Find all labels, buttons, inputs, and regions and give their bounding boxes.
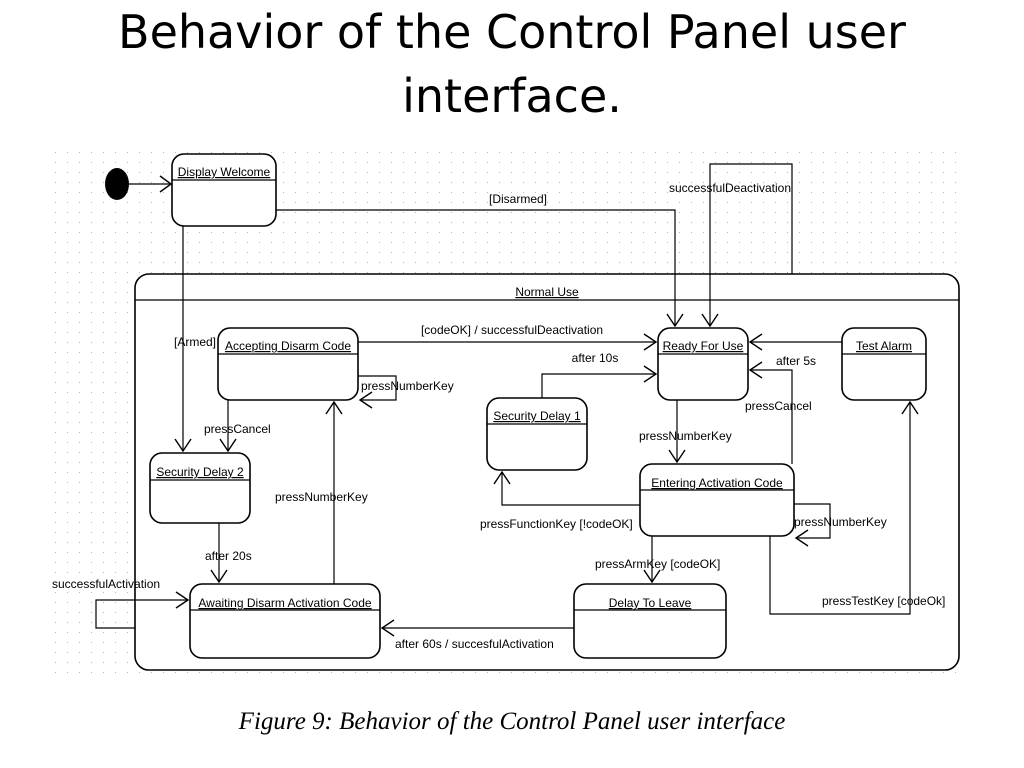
state-label-display-welcome: Display Welcome: [178, 165, 271, 179]
state-label-accepting-disarm-code: Accepting Disarm Code: [225, 339, 351, 353]
edge-entering-to-test-alarm: [769, 400, 919, 615]
state-security-delay-1: Security Delay 1: [486, 397, 588, 471]
state-label-delay-to-leave: Delay To Leave: [609, 596, 692, 610]
state-entering-activation-code: Entering Activation Code: [639, 463, 795, 537]
label-disarmed: [Disarmed]: [489, 192, 547, 206]
state-accepting-disarm-code: Accepting Disarm Code: [217, 327, 359, 401]
edge-entering-self-loop: [794, 503, 831, 547]
edge-security-delay-2-to-awaiting: [210, 523, 228, 584]
state-diagram: Normal Use Display Welcome Accepting Dis…: [50, 148, 962, 680]
state-label-entering-activation-code: Entering Activation Code: [651, 476, 783, 490]
label-after-20s: after 20s: [205, 549, 252, 563]
label-after-5s: after 5s: [776, 354, 816, 368]
state-diagram-figure: Normal Use Display Welcome Accepting Dis…: [50, 148, 962, 680]
label-after-10s: after 10s: [572, 351, 619, 365]
edge-successful-deactivation-top: [701, 163, 793, 328]
edge-delay-to-leave-to-awaiting: [380, 619, 574, 637]
label-press-number-key-entering: pressNumberKey: [794, 515, 887, 529]
edge-entering-to-delay-to-leave: [643, 536, 661, 584]
edge-security-delay-1-to-ready: [541, 365, 658, 398]
initial-state-node: [105, 168, 129, 200]
label-successful-deactivation-top: successfulDeactivation: [669, 181, 791, 195]
label-armed: [Armed]: [174, 335, 216, 349]
slide-title-line-2: interface.: [402, 69, 622, 123]
edge-accepting-to-security-delay-2: [219, 400, 237, 453]
label-code-ok-deactivation: [codeOK] / successfulDeactivation: [421, 323, 603, 337]
label-press-number-key-awaiting: pressNumberKey: [275, 490, 368, 504]
state-label-awaiting-disarm-activation-code: Awaiting Disarm Activation Code: [198, 596, 372, 610]
label-after-60s: after 60s / succesfulActivation: [395, 637, 554, 651]
state-delay-to-leave: Delay To Leave: [573, 583, 727, 659]
state-label-test-alarm: Test Alarm: [856, 339, 912, 353]
slide-title-line-1: Behavior of the Control Panel user: [118, 5, 906, 59]
label-press-function-key: pressFunctionKey [!codeOK]: [480, 517, 633, 531]
state-test-alarm: Test Alarm: [841, 327, 927, 401]
state-awaiting-disarm-activation-code: Awaiting Disarm Activation Code: [189, 583, 381, 659]
label-press-arm-key: pressArmKey [codeOK]: [595, 557, 720, 571]
state-label-security-delay-2: Security Delay 2: [156, 465, 244, 479]
state-ready-for-use: Ready For Use: [657, 327, 749, 401]
state-label-ready-for-use: Ready For Use: [663, 339, 744, 353]
label-press-number-key-accepting: pressNumberKey: [361, 379, 454, 393]
edge-entering-to-ready-cancel: [748, 361, 793, 464]
label-press-test-key: pressTestKey [codeOk]: [822, 594, 945, 608]
figure-caption: Figure 9: Behavior of the Control Panel …: [238, 708, 786, 735]
edge-test-alarm-to-ready: [748, 333, 842, 351]
edge-awaiting-to-accepting: [325, 400, 343, 584]
label-press-cancel-accepting: pressCancel: [204, 422, 271, 436]
slide-title: Behavior of the Control Panel user inter…: [0, 0, 1024, 128]
edge-accepting-to-ready: [358, 333, 658, 351]
state-security-delay-2: Security Delay 2: [149, 452, 251, 524]
edge-accepting-self-loop: [358, 375, 397, 409]
state-label-security-delay-1: Security Delay 1: [493, 409, 581, 423]
edge-entering-to-security-delay-1: [493, 470, 640, 506]
edge-initial-to-welcome: [129, 175, 173, 193]
edge-ready-to-entering: [668, 400, 686, 464]
label-press-number-key-ready: pressNumberKey: [639, 429, 732, 443]
label-successful-activation: successfulActivation: [52, 577, 160, 591]
edge-successful-activation: [95, 591, 190, 629]
state-display-welcome: Display Welcome: [171, 153, 277, 227]
composite-state-label: Normal Use: [515, 285, 579, 299]
edge-welcome-to-ready-disarmed: [276, 209, 684, 328]
label-press-cancel-ready: pressCancel: [745, 399, 812, 413]
edge-welcome-to-security-delay-2: [174, 226, 192, 453]
